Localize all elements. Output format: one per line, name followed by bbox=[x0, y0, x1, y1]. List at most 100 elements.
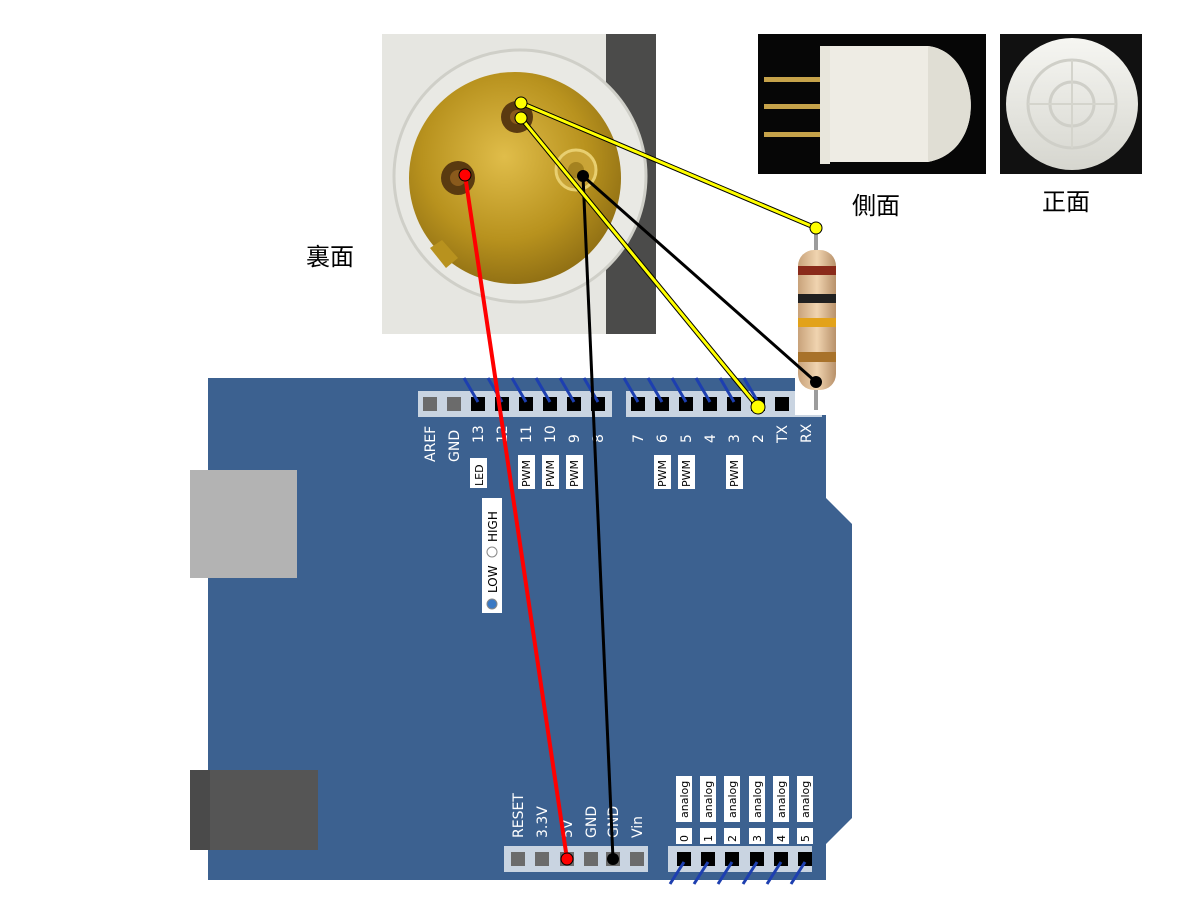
pin-label: AREF bbox=[423, 426, 439, 462]
header-pin[interactable] bbox=[631, 397, 645, 411]
pwm-label: PWM bbox=[568, 460, 581, 487]
board-body bbox=[208, 378, 852, 880]
pin-lead bbox=[510, 377, 528, 403]
yellow-endpoint-pin2 bbox=[750, 399, 766, 415]
power-pin[interactable] bbox=[511, 852, 525, 866]
analog-number: 2 bbox=[726, 835, 739, 842]
pin-label: 11 bbox=[519, 425, 535, 443]
arduino-board: AREFGND1312111098765432TXRX PWMPWMPWMPWM… bbox=[190, 377, 852, 885]
analog-num-box bbox=[749, 828, 765, 844]
pin-lead bbox=[694, 377, 712, 403]
black-endpoint-sensor bbox=[577, 170, 589, 182]
sensor-back-photo bbox=[382, 34, 656, 334]
analog-number: 1 bbox=[702, 835, 715, 842]
header-pin[interactable] bbox=[447, 397, 461, 411]
analog-label: analog bbox=[751, 781, 764, 818]
header-pin[interactable] bbox=[703, 397, 717, 411]
analog-label-box bbox=[773, 776, 789, 822]
analog-number: 4 bbox=[775, 835, 788, 842]
black-wire-resistor bbox=[582, 174, 817, 384]
pin-label: 6 bbox=[655, 434, 671, 443]
analog-pin[interactable] bbox=[725, 852, 739, 866]
pwm-label: PWM bbox=[656, 460, 669, 487]
analog-label-box bbox=[749, 776, 765, 822]
power-pin[interactable] bbox=[630, 852, 644, 866]
analog-pin[interactable] bbox=[774, 852, 788, 866]
pwm-label-box bbox=[678, 455, 695, 489]
pin-label: 5 bbox=[679, 434, 695, 443]
sensor-front-photo bbox=[1000, 34, 1142, 174]
power-pin-label: GND bbox=[606, 806, 622, 838]
analog-label: analog bbox=[775, 781, 788, 818]
analog-label: analog bbox=[678, 781, 691, 818]
pwm-label-box bbox=[654, 455, 671, 489]
analog-number: 0 bbox=[678, 835, 691, 842]
header-pin[interactable] bbox=[727, 397, 741, 411]
header-pin[interactable] bbox=[543, 397, 557, 411]
power-pin[interactable] bbox=[584, 852, 598, 866]
pin-label: 8 bbox=[591, 434, 607, 443]
analog-pin[interactable] bbox=[798, 852, 812, 866]
pin-label: 7 bbox=[631, 434, 647, 443]
pin-lead bbox=[716, 861, 734, 885]
analog-label: analog bbox=[799, 781, 812, 818]
red-endpoint-sensor bbox=[458, 168, 472, 182]
led-label-box: LED bbox=[470, 458, 487, 488]
pin-label: GND bbox=[447, 430, 463, 462]
black-endpoint-gnd bbox=[607, 853, 619, 865]
analog-label-box bbox=[700, 776, 716, 822]
power-jack bbox=[190, 770, 318, 850]
wires bbox=[458, 96, 823, 866]
black-endpoint-resistor bbox=[810, 376, 822, 388]
power-pin-label: GND bbox=[584, 806, 600, 838]
voltage-switch[interactable]: LOW HIGH bbox=[482, 498, 502, 613]
pwm-label: PWM bbox=[680, 460, 693, 487]
switch-high-label: HIGH bbox=[486, 511, 500, 542]
yellow-endpoint-sensor-a bbox=[514, 96, 528, 110]
analog-num-box bbox=[724, 828, 740, 844]
pwm-label-box bbox=[518, 455, 535, 489]
header-pin[interactable] bbox=[775, 397, 789, 411]
led-label: LED bbox=[473, 464, 486, 486]
header-pin[interactable] bbox=[567, 397, 581, 411]
pin-lead bbox=[692, 861, 710, 885]
pin-label: RX bbox=[799, 423, 815, 443]
power-pin-label: Vin bbox=[630, 816, 646, 838]
analog-number: 5 bbox=[799, 835, 812, 842]
power-pin[interactable] bbox=[535, 852, 549, 866]
pin-label: TX bbox=[775, 424, 791, 444]
pin-lead bbox=[670, 377, 688, 403]
analog-label: analog bbox=[726, 781, 739, 818]
back-view-caption: 裏面 bbox=[306, 243, 354, 271]
pin-label: 9 bbox=[567, 434, 583, 443]
pin-lead bbox=[462, 377, 480, 403]
pin-lead bbox=[646, 377, 664, 403]
sensor-side-photo bbox=[758, 34, 986, 174]
red-wire bbox=[463, 174, 569, 860]
analog-label-box bbox=[676, 776, 692, 822]
pin-label: 10 bbox=[543, 425, 559, 443]
pin-label: 4 bbox=[703, 434, 719, 443]
power-pin-label: RESET bbox=[511, 793, 527, 838]
header-pin[interactable] bbox=[423, 397, 437, 411]
header-pin[interactable] bbox=[519, 397, 533, 411]
pin-lead bbox=[742, 377, 760, 403]
pin-lead bbox=[789, 861, 807, 885]
analog-label: analog bbox=[702, 781, 715, 818]
analog-num-box bbox=[676, 828, 692, 844]
yellow-endpoint-resistor bbox=[809, 221, 823, 235]
pin-lead bbox=[741, 861, 759, 885]
power-header bbox=[504, 846, 648, 872]
analog-pin[interactable] bbox=[677, 852, 691, 866]
header-pin[interactable] bbox=[655, 397, 669, 411]
pin-lead bbox=[765, 861, 783, 885]
yellow-endpoint-sensor-b bbox=[514, 111, 528, 125]
power-pin-label: 3.3V bbox=[535, 806, 551, 838]
pwm-label-box bbox=[566, 455, 583, 489]
pin-lead bbox=[534, 377, 552, 403]
header-pin[interactable] bbox=[679, 397, 693, 411]
pin-lead bbox=[718, 377, 736, 403]
analog-pin[interactable] bbox=[750, 852, 764, 866]
header-pin[interactable] bbox=[471, 397, 485, 411]
analog-pin[interactable] bbox=[701, 852, 715, 866]
